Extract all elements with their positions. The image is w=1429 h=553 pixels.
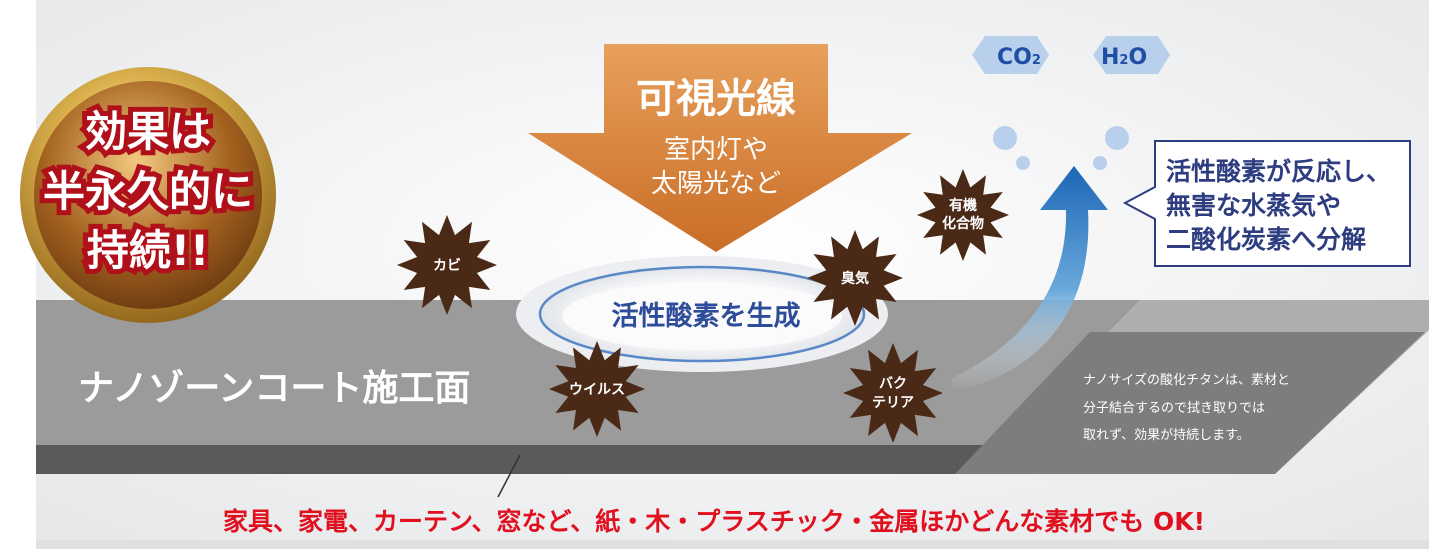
germ-odor-label: 臭気 <box>841 270 869 287</box>
germ-bacteria-label-2: テリア <box>872 395 914 411</box>
arrow-sub-2: 太陽光など <box>651 169 781 199</box>
footer-text: 家具、家電、カーテン、窓など、紙・木・プラスチック・金属ほかどんな素材でも OK… <box>223 507 1205 536</box>
gas-bubbles <box>972 36 1170 170</box>
germ-mold-label: カビ <box>433 258 461 274</box>
badge-line-3: 持続!! <box>87 226 209 275</box>
callout-box <box>1122 140 1411 267</box>
arrow-title: 可視光線 <box>636 76 796 122</box>
callout-text: 活性酸素が反応し、 無害な水蒸気や 二酸化炭素へ分解 <box>1166 157 1391 254</box>
callout-line-2: 無害な水蒸気や <box>1166 191 1341 220</box>
germ-bacteria-shape <box>843 343 943 443</box>
bubble-text: CO2 H2O <box>997 45 1147 70</box>
germ-labels: カビ 臭気 有機 化合物 ウイルス バク テリア <box>433 197 984 411</box>
rising-arrow <box>952 166 1108 392</box>
active-oxygen-ellipse <box>516 256 888 372</box>
note-line-1: ナノサイズの酸化チタンは、素材と <box>1083 372 1290 388</box>
h2o-bubble <box>1093 36 1170 74</box>
germ-virus-shape <box>549 341 645 437</box>
badge-line-2: 半永久的に <box>43 167 253 216</box>
germ-organic-label-2: 化合物 <box>942 215 984 232</box>
footer-band <box>36 540 1429 549</box>
callout-line-1: 活性酸素が反応し、 <box>1166 157 1391 186</box>
surface-label: ナノゾーンコート施工面 <box>78 368 470 409</box>
note-text: ナノサイズの酸化チタンは、素材と 分子結合するので拭き取りでは 取れず、効果が持… <box>1083 372 1290 443</box>
germ-virus-label: ウイルス <box>569 382 625 398</box>
germ-odor-shape <box>807 230 903 326</box>
visible-light-arrow <box>528 44 912 252</box>
germ-bacteria-label-1: バク <box>879 376 907 392</box>
germ-organic-shape <box>917 169 1009 261</box>
ellipse-label: 活性酸素を生成 <box>612 301 801 332</box>
duration-badge <box>20 67 276 323</box>
germ-mold-shape <box>397 215 497 315</box>
co2-text: CO2 <box>997 45 1041 70</box>
arrow-text: 可視光線 室内灯や 太陽光など <box>636 76 796 199</box>
germ-organic-label-1: 有機 <box>949 197 977 214</box>
callout-line-3: 二酸化炭素へ分解 <box>1166 225 1366 254</box>
co2-bubble <box>972 36 1049 74</box>
badge-text: 効果は 半永久的に 持続!! <box>38 102 258 280</box>
arrow-sub-1: 室内灯や <box>664 135 768 165</box>
germs <box>397 169 1009 443</box>
h2o-text: H2O <box>1101 45 1147 70</box>
badge-line-1: 効果は <box>85 107 211 156</box>
note-line-2: 分子結合するので拭き取りでは <box>1083 401 1265 416</box>
note-line-3: 取れず、効果が持続します。 <box>1083 428 1250 443</box>
leader-line <box>497 454 521 498</box>
